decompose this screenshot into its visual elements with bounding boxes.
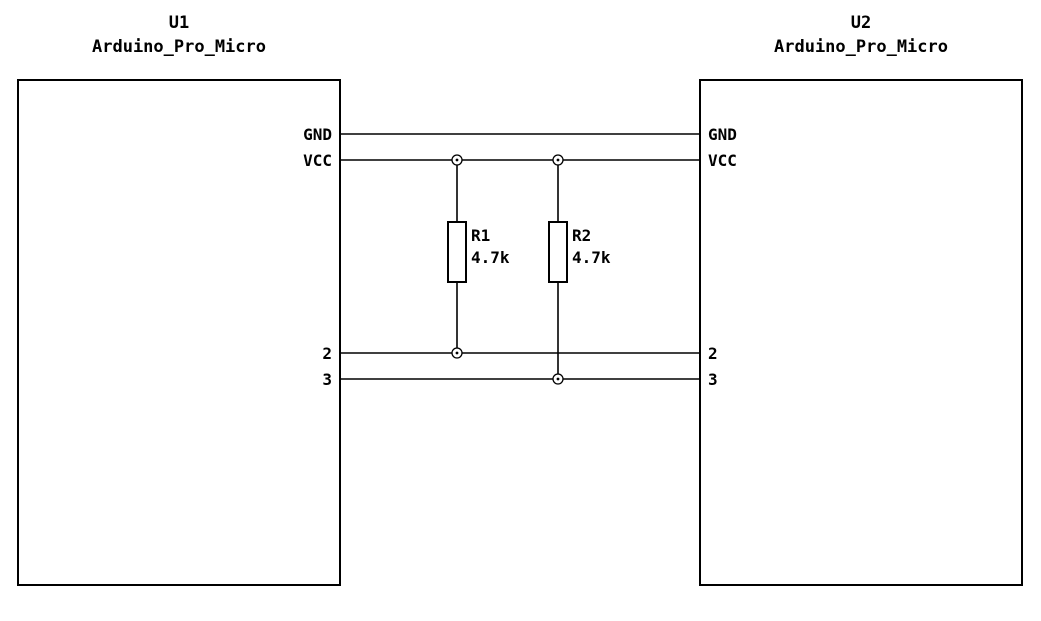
u1-pin-label-vcc: VCC xyxy=(303,151,332,170)
u2-pin-label-gnd: GND xyxy=(708,125,737,144)
resistor-r2-body[interactable] xyxy=(548,221,568,283)
junction-r2-vcc xyxy=(552,154,564,166)
resistor-r1-body[interactable] xyxy=(447,221,467,283)
u2-pin-label-3: 3 xyxy=(708,370,718,389)
resistor-r1-value: 4.7k xyxy=(471,248,510,267)
junction-r1-pin2 xyxy=(451,347,463,359)
u2-pin-label-2: 2 xyxy=(708,344,718,363)
component-u2: U2 Arduino_Pro_Micro GND VCC 2 3 xyxy=(699,13,1023,586)
junction-r1-vcc xyxy=(451,154,463,166)
component-u1: U1 Arduino_Pro_Micro GND VCC 2 3 xyxy=(17,13,341,586)
u1-pin-label-3: 3 xyxy=(322,370,332,389)
junction-r2-pin3 xyxy=(552,373,564,385)
junction-dot-icon xyxy=(556,158,560,162)
junction-dot-icon xyxy=(455,351,459,355)
component-u1-body[interactable] xyxy=(17,79,341,586)
u1-pin-label-2: 2 xyxy=(322,344,332,363)
component-u2-body[interactable] xyxy=(699,79,1023,586)
junction-dot-icon xyxy=(556,377,560,381)
resistor-r1: R1 4.7k xyxy=(447,160,510,353)
resistor-r2-reference: R2 xyxy=(572,226,591,245)
resistor-r2: R2 4.7k xyxy=(548,160,611,379)
component-u2-value: Arduino_Pro_Micro xyxy=(774,37,948,57)
component-u1-reference: U1 xyxy=(169,13,189,33)
u1-pin-label-gnd: GND xyxy=(303,125,332,144)
resistor-r1-reference: R1 xyxy=(471,226,490,245)
junction-dot-icon xyxy=(455,158,459,162)
component-u2-reference: U2 xyxy=(851,13,871,33)
u2-pin-label-vcc: VCC xyxy=(708,151,737,170)
resistor-r2-value: 4.7k xyxy=(572,248,611,267)
component-u1-value: Arduino_Pro_Micro xyxy=(92,37,266,57)
